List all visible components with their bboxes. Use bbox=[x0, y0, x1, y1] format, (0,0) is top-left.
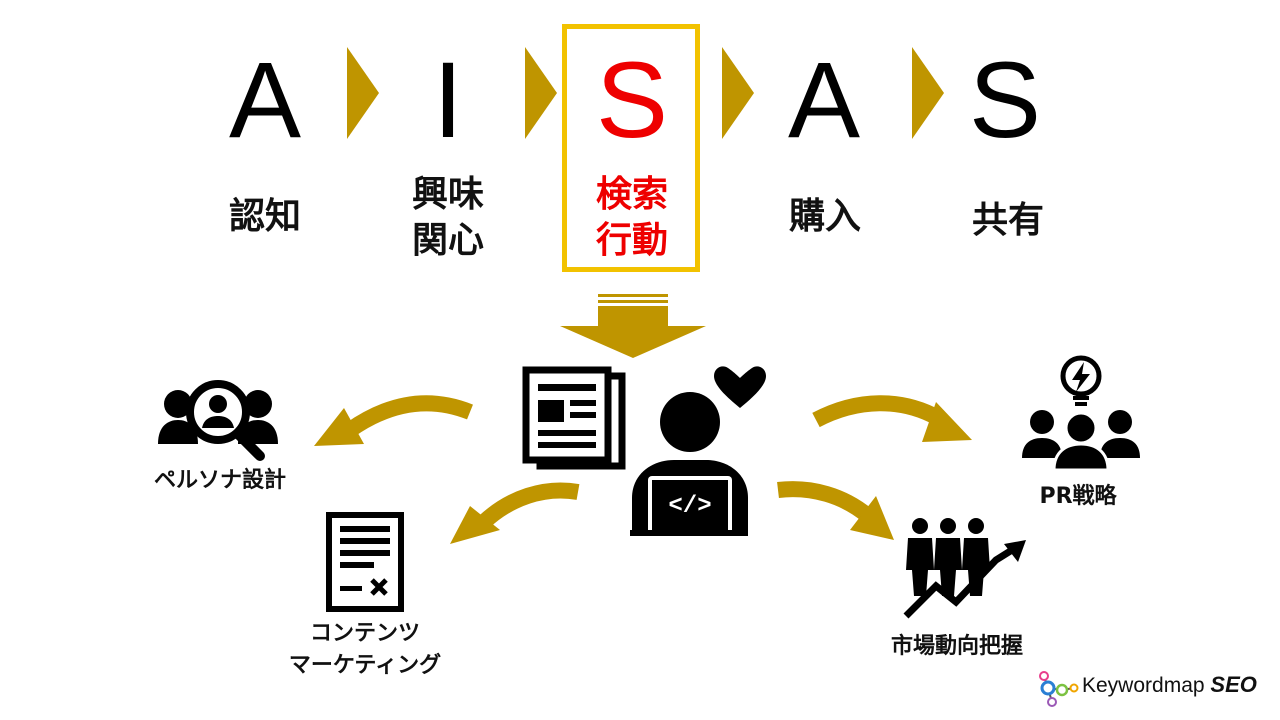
persona-label: ペルソナ設計 bbox=[153, 468, 286, 493]
persona-search-icon bbox=[158, 380, 278, 461]
curved-arrow-to-pr bbox=[812, 395, 972, 442]
curved-arrow-to-content bbox=[450, 482, 580, 544]
step-label-konyu: 購入 bbox=[788, 196, 861, 237]
step-letter-a1: A bbox=[228, 39, 302, 160]
step-letter-a2: A bbox=[787, 39, 861, 160]
step-label-kensaku: 検索行動 bbox=[595, 174, 668, 261]
step-chevron-1 bbox=[347, 47, 379, 139]
lightbulb-team-icon bbox=[1022, 355, 1140, 472]
down-arrow bbox=[560, 294, 706, 358]
brand-name: Keywordmap SEO bbox=[1082, 672, 1257, 697]
document-icon bbox=[326, 512, 404, 612]
search-step-highlight bbox=[562, 24, 700, 272]
svg-text:</>: </> bbox=[668, 493, 711, 520]
keywordmap-logo-icon bbox=[1039, 671, 1079, 707]
step-label-kyoyu: 共有 bbox=[971, 200, 1044, 241]
step-label-ninchi: 認知 bbox=[228, 196, 301, 237]
people-growth-icon bbox=[903, 518, 1026, 619]
market-trend-label: 市場動向把握 bbox=[890, 634, 1023, 659]
step-chevron-4 bbox=[912, 47, 944, 139]
content-marketing-label: コンテンツマーケティング bbox=[288, 621, 442, 678]
step-letter-s2: S bbox=[968, 39, 1042, 160]
curved-arrow-to-market bbox=[777, 481, 894, 540]
curved-arrow-to-persona bbox=[314, 395, 473, 446]
step-label-kyomi: 興味関心 bbox=[411, 174, 484, 261]
user-laptop-heart-icon: </> bbox=[630, 366, 766, 536]
newspaper-icon bbox=[522, 366, 626, 470]
pr-strategy-label: PR戦略 bbox=[1039, 484, 1117, 509]
step-chevron-3 bbox=[722, 47, 754, 139]
step-letter-s1: S bbox=[595, 39, 669, 160]
step-chevron-2 bbox=[525, 47, 557, 139]
step-letter-i: I bbox=[432, 39, 463, 160]
